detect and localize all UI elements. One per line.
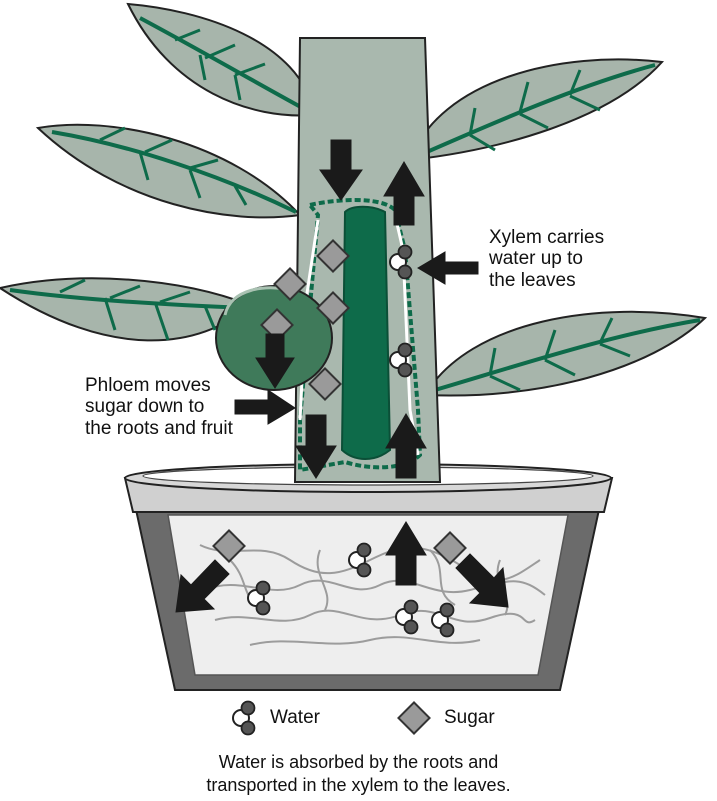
flow-arrows [175, 139, 509, 613]
arrow-icon [455, 553, 509, 608]
caption-line: Water is absorbed by the roots and [218, 752, 499, 772]
arrow-icon [385, 413, 427, 479]
arrow-icon [417, 251, 479, 285]
leaf-middle-left [35, 123, 303, 219]
caption-line: transported in the xylem to the leaves. [206, 774, 511, 795]
arrow-icon [385, 521, 427, 586]
legend-icons [232, 700, 431, 736]
xylem-label-line: water up to [489, 248, 583, 270]
leaf-top-right [408, 58, 665, 162]
pot [123, 463, 614, 691]
phloem-label: Phloem moves sugar down to the roots and… [85, 375, 233, 439]
legend-sugar-label: Sugar [444, 707, 495, 728]
sugar-diamond-icon [397, 701, 431, 735]
legend-water-label: Water [270, 707, 320, 728]
caption: Water is absorbed by the roots and trans… [0, 751, 717, 796]
xylem-label: Xylem carries water up to the leaves [489, 227, 604, 291]
arrow-icon [319, 139, 363, 201]
phloem-label-line: sugar down to [85, 396, 205, 418]
phloem-label-line: Phloem moves [85, 375, 211, 396]
phloem-label-line: the roots and fruit [85, 417, 233, 439]
arrow-icon [255, 333, 295, 389]
arrow-icon [295, 414, 337, 479]
water-molecule-icon [232, 700, 256, 736]
arrow-icon [234, 389, 296, 425]
arrow-icon [175, 559, 230, 613]
xylem-label-line: the leaves [489, 269, 576, 291]
leaf-bottom-left [0, 277, 252, 342]
leaf-bottom-right [423, 310, 708, 397]
arrow-icon [383, 161, 425, 226]
xylem-label-line: Xylem carries [489, 227, 605, 248]
